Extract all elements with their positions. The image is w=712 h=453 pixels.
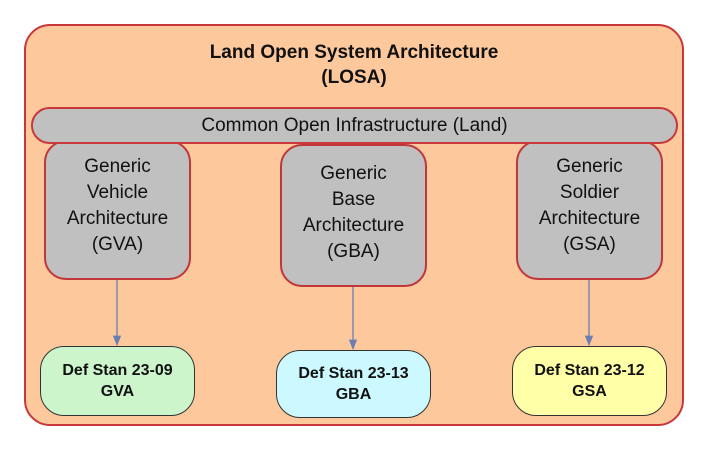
standard-name: Def Stan 23-09 <box>62 362 173 379</box>
gva-architecture-box: Generic Vehicle Architecture (GVA) <box>44 140 191 280</box>
gva-line: Architecture <box>66 208 169 229</box>
gva-line: Vehicle <box>86 182 149 203</box>
def-stan-23-12-box: Def Stan 23-12 GSA <box>512 346 667 416</box>
title-line-1: Land Open System Architecture <box>209 42 499 63</box>
title-line-2: (LOSA) <box>321 67 387 88</box>
def-stan-23-09-box: Def Stan 23-09 GVA <box>40 346 195 416</box>
standard-abbrev: GBA <box>335 386 372 403</box>
standard-abbrev: GVA <box>100 383 135 400</box>
standard-abbrev: GSA <box>572 383 607 400</box>
gba-line: Generic <box>320 163 387 184</box>
gba-line: Base <box>331 189 376 210</box>
standard-name: Def Stan 23-13 <box>298 365 409 382</box>
def-stan-23-13-box: Def Stan 23-13 GBA <box>276 350 431 418</box>
diagram-title: Land Open System Architecture (LOSA) <box>24 40 684 90</box>
gva-line: (GVA) <box>91 234 144 255</box>
standard-name: Def Stan 23-12 <box>534 362 645 379</box>
gba-architecture-box: Generic Base Architecture (GBA) <box>280 144 427 287</box>
gsa-line: Generic <box>556 156 623 177</box>
common-open-infrastructure-bar: Common Open Infrastructure (Land) <box>31 107 678 144</box>
gsa-line: (GSA) <box>563 234 616 255</box>
gba-line: Architecture <box>302 215 405 236</box>
gba-line: (GBA) <box>327 241 380 262</box>
gsa-line: Architecture <box>538 208 641 229</box>
gsa-line: Soldier <box>559 182 620 203</box>
gsa-architecture-box: Generic Soldier Architecture (GSA) <box>516 140 663 280</box>
gva-line: Generic <box>84 156 151 177</box>
